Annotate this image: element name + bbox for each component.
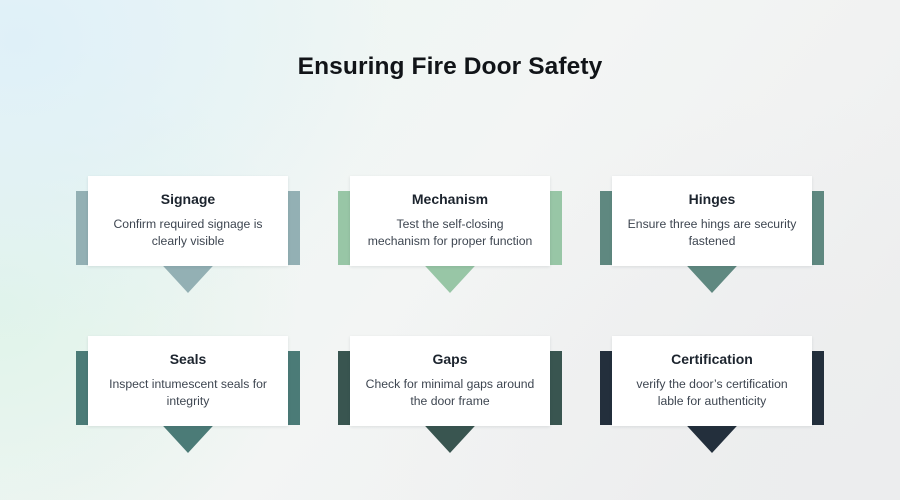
card-title: Mechanism	[411, 191, 489, 207]
infographic-card-gaps[interactable]: Gaps Check for minimal gaps around the d…	[338, 336, 562, 496]
card-description: Confirm required signage is clearly visi…	[113, 216, 263, 248]
card-title: Gaps	[432, 351, 468, 367]
card-row-top: Signage Confirm required signage is clea…	[0, 176, 900, 336]
infographic-card-certification[interactable]: Certification verify the door’s certific…	[600, 336, 824, 496]
card-description: Test the self-closing mechanism for prop…	[367, 216, 533, 248]
card-title: Hinges	[688, 191, 736, 207]
card-row-bottom: Seals Inspect intumescent seals for inte…	[0, 336, 900, 496]
card-description: Ensure three hings are security fastened	[627, 216, 797, 248]
card-body: Certification verify the door’s certific…	[612, 336, 812, 427]
infographic-card-signage[interactable]: Signage Confirm required signage is clea…	[76, 176, 300, 336]
card-title: Seals	[169, 351, 207, 367]
card-title: Certification	[671, 351, 753, 367]
infographic-card-mechanism[interactable]: Mechanism Test the self-closing mechanis…	[338, 176, 562, 336]
card-body: Mechanism Test the self-closing mechanis…	[350, 176, 550, 267]
card-description: Check for minimal gaps around the door f…	[365, 376, 535, 408]
card-body: Hinges Ensure three hings are security f…	[612, 176, 812, 267]
card-description: Inspect intumescent seals for integrity	[109, 376, 267, 408]
card-body: Seals Inspect intumescent seals for inte…	[88, 336, 288, 427]
infographic-card-hinges[interactable]: Hinges Ensure three hings are security f…	[600, 176, 824, 336]
card-title: Signage	[160, 191, 216, 207]
card-body: Signage Confirm required signage is clea…	[88, 176, 288, 267]
card-body: Gaps Check for minimal gaps around the d…	[350, 336, 550, 427]
card-description: verify the door’s certification lable fo…	[636, 376, 788, 408]
page-title: Ensuring Fire Door Safety	[297, 53, 603, 80]
infographic-card-seals[interactable]: Seals Inspect intumescent seals for inte…	[76, 336, 300, 496]
